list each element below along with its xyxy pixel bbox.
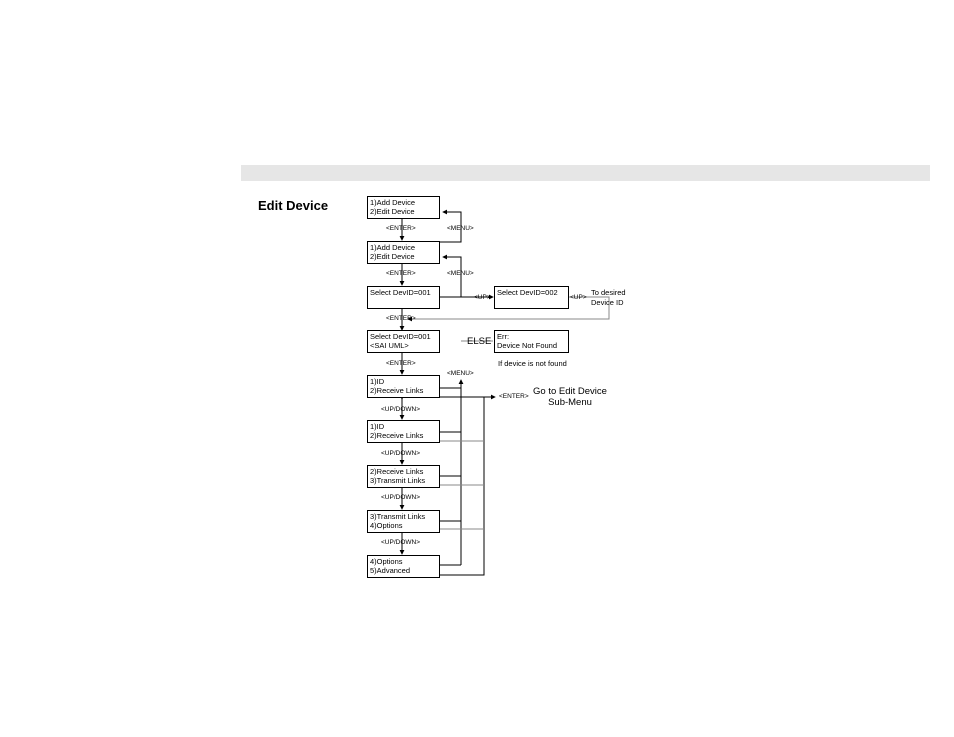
not-found-note: If device is not found bbox=[498, 359, 567, 368]
updown-label: <UP/DOWN> bbox=[381, 450, 421, 457]
box-line: Select DevID=002 bbox=[497, 288, 558, 297]
menu-label: <MENU> bbox=[447, 370, 474, 377]
box-line: 2)Receive Links bbox=[370, 467, 424, 476]
box-line: Err: bbox=[497, 332, 510, 341]
note-line: Device ID bbox=[591, 298, 624, 307]
box-line: 1)ID bbox=[370, 422, 385, 431]
submenu-box-4: 3)Transmit Links 4)Options bbox=[367, 510, 440, 533]
select-devid-box: Select DevID=001 bbox=[367, 286, 440, 309]
arrow-menu-1 bbox=[440, 209, 462, 243]
go-to-sub-menu-note: Go to Edit Device Sub-Menu bbox=[532, 386, 608, 408]
select-devid-box-2: Select DevID=002 bbox=[494, 286, 569, 309]
box-line: <SAI UML> bbox=[370, 341, 409, 350]
enter-label: <ENTER> bbox=[386, 225, 416, 232]
box-line: 3)Transmit Links bbox=[370, 512, 426, 521]
arrow-return bbox=[407, 296, 610, 322]
updown-label: <UP/DOWN> bbox=[381, 539, 421, 546]
note-line: To desired bbox=[591, 288, 626, 297]
enter-label: <ENTER> bbox=[386, 270, 416, 277]
box-line: 3)Transmit Links bbox=[370, 476, 426, 485]
submenu-box-3: 2)Receive Links 3)Transmit Links bbox=[367, 465, 440, 488]
box-line: 1)Add Device bbox=[370, 243, 416, 252]
box-line: 1)Add Device bbox=[370, 198, 416, 207]
menu-label: <MENU> bbox=[447, 270, 474, 277]
to-desired-note: To desired Device ID bbox=[591, 288, 626, 308]
enter-label: <ENTER> bbox=[386, 315, 416, 322]
box-line: 1)ID bbox=[370, 377, 385, 386]
box-line: 2)Receive Links bbox=[370, 431, 424, 440]
arrow-enter-sub bbox=[440, 396, 485, 576]
submenu-box-2: 1)ID 2)Receive Links bbox=[367, 420, 440, 443]
select-sai-box: Select DevID=001 <SAI UML> bbox=[367, 330, 440, 353]
page-title: Edit Device bbox=[258, 198, 329, 213]
menu-box-1: 1)Add Device 2)Edit Device bbox=[367, 196, 440, 219]
else-label: ELSE bbox=[467, 336, 492, 347]
updown-label: <UP/DOWN> bbox=[381, 406, 421, 413]
submenu-box-5: 4)Options 5)Advanced bbox=[367, 555, 440, 578]
box-line: 2)Edit Device bbox=[370, 252, 415, 261]
submenu-box-1: 1)ID 2)Receive Links bbox=[367, 375, 440, 398]
menu-label: <MENU> bbox=[447, 225, 474, 232]
note-line: Go to Edit Device bbox=[533, 386, 607, 397]
error-box: Err: Device Not Found bbox=[494, 330, 569, 353]
header-band bbox=[241, 165, 930, 181]
box-line: Select DevID=001 bbox=[370, 288, 431, 297]
note-line: Sub-Menu bbox=[548, 397, 592, 408]
menu-box-2: 1)Add Device 2)Edit Device bbox=[367, 241, 440, 264]
box-line: Select DevID=001 bbox=[370, 332, 431, 341]
up-label: <UP> bbox=[474, 294, 491, 301]
box-line: 5)Advanced bbox=[370, 566, 411, 575]
box-line: Device Not Found bbox=[497, 341, 558, 350]
arrow-menu-2 bbox=[440, 254, 462, 298]
box-line: 2)Edit Device bbox=[370, 207, 415, 216]
enter-label: <ENTER> bbox=[386, 360, 416, 367]
box-line: 4)Options bbox=[370, 557, 403, 566]
enter-label: <ENTER> bbox=[499, 393, 529, 400]
box-line: 4)Options bbox=[370, 521, 403, 530]
box-line: 2)Receive Links bbox=[370, 386, 424, 395]
updown-label: <UP/DOWN> bbox=[381, 494, 421, 501]
up-label: <UP> bbox=[570, 294, 587, 301]
